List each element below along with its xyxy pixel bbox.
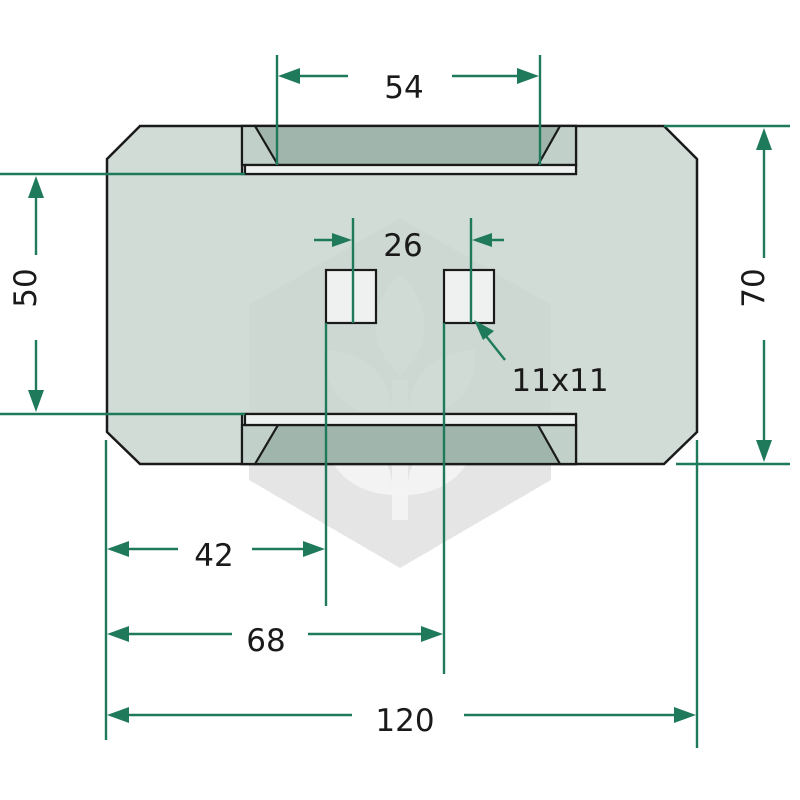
dim-hole2-offset-label: 68: [246, 623, 285, 659]
bottom-slot: [240, 412, 578, 466]
dim-hole-spacing-label: 26: [383, 228, 422, 264]
dim-hole-spacing: 26: [314, 218, 504, 323]
dim-hole1-offset: 42: [107, 538, 325, 574]
plate-body: [105, 124, 699, 466]
dim-hole-size: 11x11: [474, 320, 609, 399]
dim-slot-width-label: 54: [384, 70, 423, 106]
dim-plate-width-label: 120: [375, 703, 434, 739]
square-hole-left: [324, 268, 378, 325]
dim-plate-height-label: 70: [736, 268, 772, 307]
dim-hole1-offset-label: 42: [194, 538, 233, 574]
dim-slot-spacing-label: 50: [8, 268, 44, 307]
dim-slot-spacing: 50: [0, 172, 245, 416]
square-hole-right: [442, 268, 496, 325]
dim-plate-height: 70: [664, 124, 790, 466]
dim-slot-width: 54: [275, 55, 542, 165]
dim-plate-width: 120: [107, 703, 696, 739]
dim-hole-size-label: 11x11: [511, 363, 608, 399]
top-slot: [240, 124, 578, 176]
dim-hole2-offset: 68: [107, 623, 443, 659]
